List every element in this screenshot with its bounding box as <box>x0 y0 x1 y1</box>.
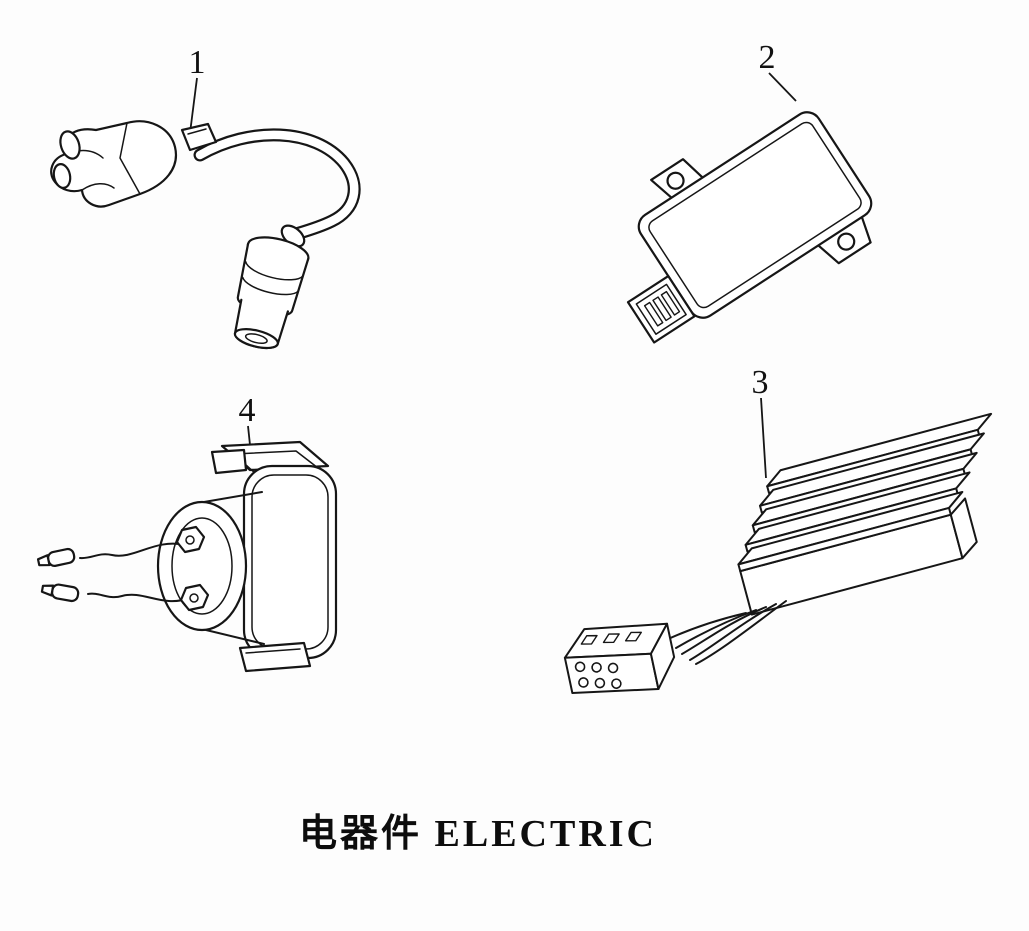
diagram-title: 电器件 ELECTRIC <box>299 813 657 855</box>
leader-line-3 <box>760 397 767 479</box>
part-label-1: 1 <box>188 44 206 81</box>
part-drawing-cdi-unit <box>626 111 873 344</box>
part-drawing-spark-plug-cap-and-lead <box>50 120 361 350</box>
part-label-2: 2 <box>758 39 776 76</box>
part-label-4: 4 <box>238 392 256 429</box>
part-drawing-regulator-rectifier <box>563 412 993 694</box>
part-label-3: 3 <box>751 364 769 401</box>
leader-line-1 <box>189 77 198 134</box>
part-drawing-ignition-coil <box>36 440 338 673</box>
leader-line-2 <box>768 72 797 102</box>
